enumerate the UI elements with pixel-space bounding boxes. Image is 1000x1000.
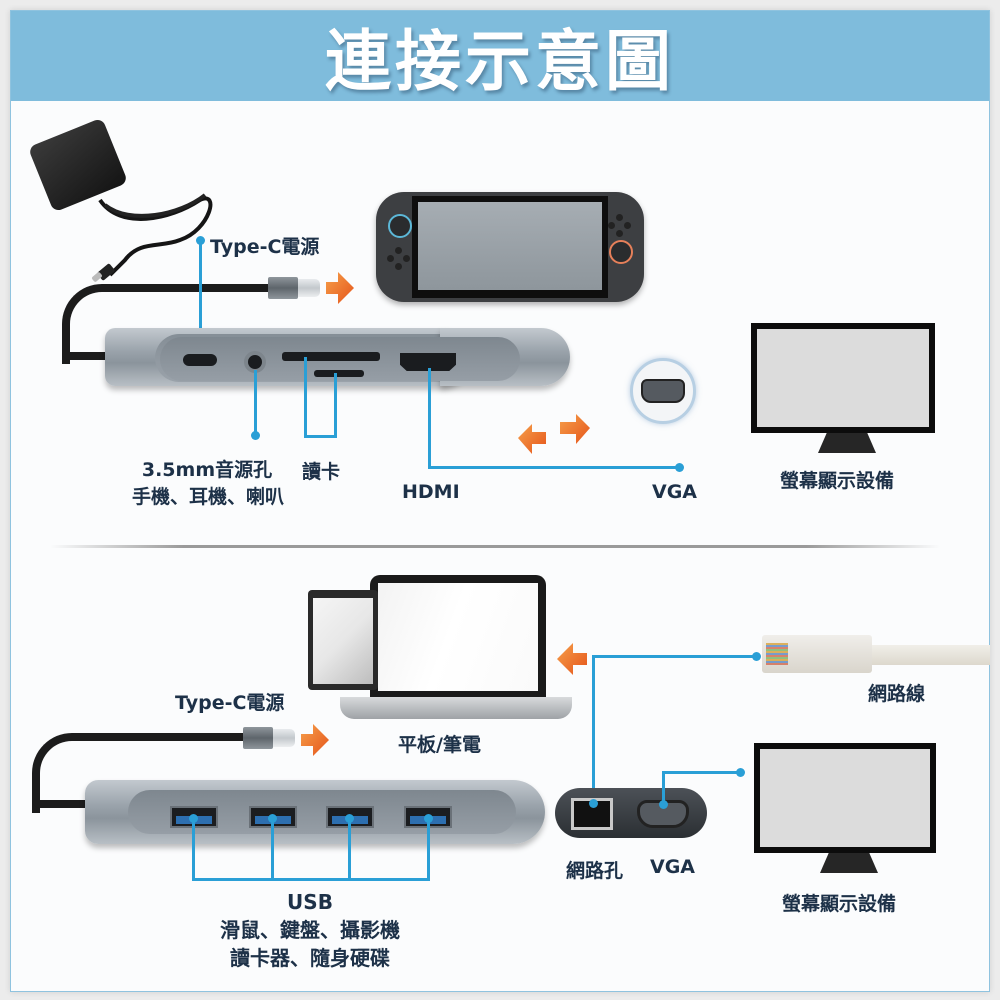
- microsd-card-slot: [314, 370, 364, 377]
- charger-cable-icon: [92, 193, 213, 282]
- monitor-stand: [820, 853, 878, 873]
- label-display: 螢幕顯示設備: [782, 893, 897, 915]
- label-tablet-laptop: 平板/筆電: [398, 734, 481, 756]
- section-divider: [50, 545, 940, 548]
- typec-plug: [268, 277, 298, 299]
- typec-plug: [243, 727, 273, 749]
- arrow-right-icon: [326, 272, 354, 304]
- callout-line-usb-join: [192, 878, 430, 881]
- callout-line-usb: [427, 818, 430, 880]
- callout-line-usb: [271, 818, 274, 880]
- game-console-icon: [376, 192, 644, 302]
- tablet-screen: [313, 598, 373, 684]
- callout-dot: [736, 768, 745, 777]
- label-display: 螢幕顯示設備: [780, 470, 895, 492]
- callout-dot: [659, 800, 668, 809]
- arrow-right-icon: [301, 724, 329, 756]
- monitor-icon: [754, 743, 936, 853]
- page-title: 連接示意圖: [325, 23, 675, 100]
- usb-c-port: [183, 354, 217, 366]
- bidirectional-arrows-icon: [518, 414, 590, 454]
- hub-cable-end: [62, 352, 112, 360]
- laptop-screen: [378, 583, 538, 691]
- typec-plug-tip: [298, 279, 320, 297]
- label-ethernet-port: 網路孔: [566, 860, 624, 882]
- typec-plug-tip: [273, 729, 295, 747]
- ethernet-cable-icon: [870, 645, 990, 665]
- callout-line-vga-right: [662, 771, 740, 774]
- sd-card-slot: [282, 352, 380, 361]
- label-hdmi: HDMI: [402, 481, 460, 503]
- callout-line-ethernet-down: [592, 655, 595, 807]
- callout-line-hdmi: [428, 368, 431, 469]
- title-bar: 連接示意圖: [11, 11, 989, 101]
- hub-cable: [62, 284, 272, 364]
- hub-cable-end: [32, 800, 92, 808]
- callout-line-usb: [348, 818, 351, 880]
- label-ethernet-cable: 網路線: [868, 683, 926, 705]
- label-typec-power: Type-C電源: [210, 236, 320, 258]
- monitor-icon: [751, 323, 935, 433]
- callout-dot: [251, 431, 260, 440]
- hub-cable: [32, 733, 247, 813]
- callout-line-typec: [199, 240, 202, 358]
- callout-line-hdmi-vga: [428, 466, 678, 469]
- hdmi-port: [400, 353, 456, 371]
- label-usb: USB 滑鼠、鍵盤、攝影機 讀卡器、隨身硬碟: [220, 890, 400, 970]
- callout-line-vga-up: [662, 771, 665, 804]
- label-vga: VGA: [652, 481, 698, 503]
- callout-dot: [752, 652, 761, 661]
- callout-line-card-micro: [334, 373, 337, 437]
- label-typec-power: Type-C電源: [175, 692, 285, 714]
- callout-line-audio: [254, 370, 257, 435]
- callout-line-card-sd: [304, 357, 307, 437]
- rj45-plug-icon: [762, 635, 872, 673]
- callout-dot: [675, 463, 684, 472]
- label-audio-jack: 3.5mm音源孔 手機、耳機、喇叭: [132, 459, 285, 508]
- monitor-stand: [818, 433, 876, 453]
- laptop-base: [340, 697, 572, 719]
- vga-connector-icon: [630, 358, 696, 424]
- arrow-left-icon: [557, 643, 587, 675]
- callout-line-usb: [192, 818, 195, 880]
- label-card-reader: 讀卡: [302, 461, 341, 483]
- label-vga: VGA: [650, 856, 696, 878]
- callout-line-ethernet-top: [592, 655, 756, 658]
- callout-dot: [589, 799, 598, 808]
- callout-line-card-join: [304, 435, 337, 438]
